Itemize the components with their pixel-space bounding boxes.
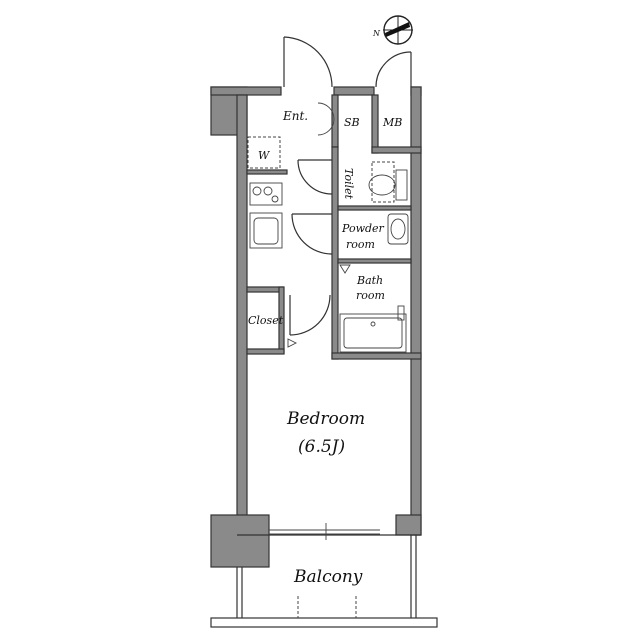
doors [283,36,412,336]
label-closet: Closet [248,314,284,327]
kitchen-sink-icon [249,212,283,249]
label-meter-box: MB [382,116,402,129]
label-bath-room-1: Bath [356,274,383,287]
label-balcony: Balcony [293,567,363,587]
label-powder-room-2: room [346,238,375,251]
compass-north-label: N [372,29,381,38]
room-labels: Ent. SB MB W Toilet Powder room Bath roo… [248,109,402,587]
north-arrow-icon [385,22,410,37]
label-shoe-box: SB [344,116,360,129]
label-bedroom-size: (6.5J) [298,437,345,457]
washbasin-icon [387,213,409,245]
label-bath-room-2: room [356,289,385,302]
label-entrance: Ent. [282,109,308,123]
stove-icon [249,182,283,206]
label-bedroom: Bedroom [286,409,365,429]
compass: N [372,15,413,45]
toilet-tank-icon [395,169,408,201]
washer-space [247,136,281,169]
label-toilet: Toilet [342,168,355,200]
fixtures [247,136,409,353]
bathtub-icon [339,313,407,353]
walls [210,86,422,568]
label-washer: W [258,149,271,162]
balcony [210,523,438,628]
label-powder-room-1: Powder [341,222,385,235]
toilet-bowl-icon [368,174,396,196]
